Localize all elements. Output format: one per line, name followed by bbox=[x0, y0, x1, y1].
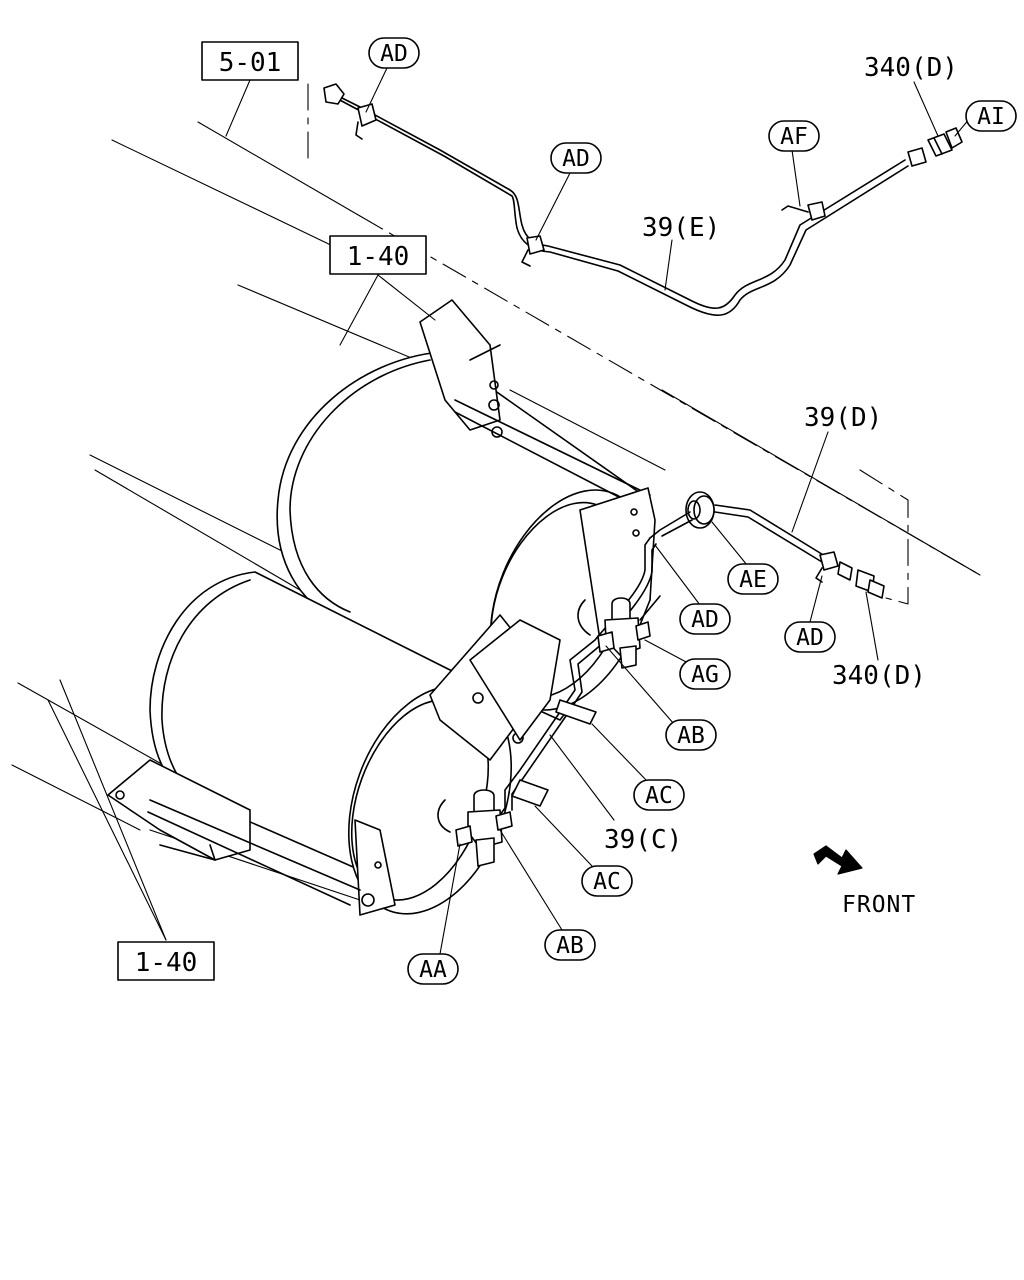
ref-label-1-40-top: 1-40 bbox=[347, 242, 410, 272]
pipe-39d bbox=[649, 491, 885, 599]
svg-text:AI: AI bbox=[977, 104, 1005, 130]
front-label: FRONT bbox=[842, 892, 916, 918]
svg-text:AB: AB bbox=[677, 723, 705, 749]
part-label-39e: 39(E) bbox=[642, 213, 720, 243]
ref-box-1-40-top: 1-40 bbox=[329, 235, 427, 275]
svg-text:AF: AF bbox=[780, 124, 808, 150]
front-air-tank bbox=[107, 571, 561, 916]
svg-text:AD: AD bbox=[691, 607, 719, 633]
svg-text:AG: AG bbox=[691, 662, 719, 688]
callout-ag: AG bbox=[679, 658, 731, 690]
callout-af: AF bbox=[768, 120, 820, 152]
svg-text:AC: AC bbox=[593, 869, 621, 895]
svg-text:AE: AE bbox=[739, 567, 767, 593]
pipe-39e bbox=[323, 83, 963, 316]
ref-box-5-01: 5-01 bbox=[201, 41, 299, 81]
boundary-dash bbox=[307, 83, 909, 605]
svg-text:AB: AB bbox=[556, 933, 584, 959]
pipe-39c bbox=[455, 537, 661, 867]
callout-ab-top: AB bbox=[665, 719, 717, 751]
callout-aa: AA bbox=[407, 953, 459, 985]
svg-text:AD: AD bbox=[796, 625, 824, 651]
part-label-39d: 39(D) bbox=[804, 403, 882, 433]
callout-ab-bottom: AB bbox=[544, 929, 596, 961]
callout-ai: AI bbox=[965, 100, 1017, 132]
callout-ae: AE bbox=[727, 563, 779, 595]
svg-text:AD: AD bbox=[562, 146, 590, 172]
front-indicator: FRONT bbox=[813, 845, 916, 918]
callout-ad-low: AD bbox=[784, 621, 836, 653]
callout-ad-top: AD bbox=[368, 37, 420, 69]
callout-ad-right: AD bbox=[679, 603, 731, 635]
callout-ac-top: AC bbox=[633, 779, 685, 811]
arrow-right-down-icon bbox=[813, 845, 863, 875]
part-label-340d-top: 340(D) bbox=[864, 53, 958, 83]
ref-label-5-01: 5-01 bbox=[219, 48, 282, 78]
callout-ac-bottom: AC bbox=[581, 865, 633, 897]
svg-text:AC: AC bbox=[645, 783, 673, 809]
rear-air-tank bbox=[276, 299, 656, 721]
part-label-39c: 39(C) bbox=[604, 825, 682, 855]
leader-lines bbox=[47, 67, 971, 955]
callout-ad-mid: AD bbox=[550, 142, 602, 174]
svg-text:AD: AD bbox=[380, 41, 408, 67]
ref-label-1-40-bottom: 1-40 bbox=[135, 948, 198, 978]
part-label-340d-bottom: 340(D) bbox=[832, 661, 926, 691]
ref-box-1-40-bottom: 1-40 bbox=[117, 941, 215, 981]
svg-text:AA: AA bbox=[419, 957, 447, 983]
